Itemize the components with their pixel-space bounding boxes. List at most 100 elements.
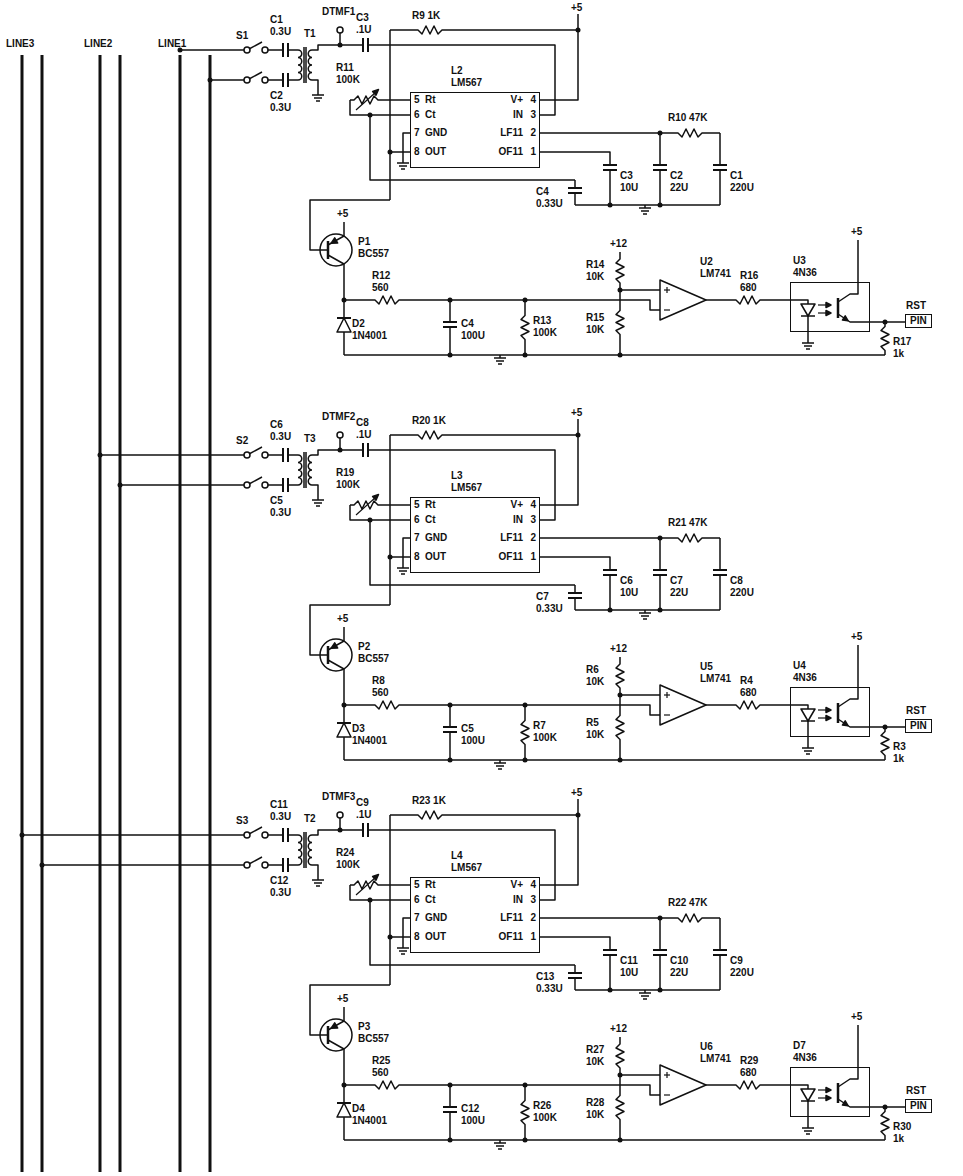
ic-label: D7 4N36 (793, 1040, 817, 1064)
wire (574, 978, 576, 990)
part-label: R10 47K (668, 112, 707, 124)
wire (268, 79, 283, 81)
junction-dot (40, 863, 45, 868)
line-label: LINE3 (6, 38, 34, 50)
ground-symbol (498, 768, 502, 770)
wire (288, 49, 298, 51)
wire (719, 575, 721, 610)
ground-symbol (401, 573, 405, 575)
part-label: R11 100K (336, 62, 360, 86)
wire (620, 1074, 660, 1076)
part-label: C12 0.3U (270, 875, 291, 899)
part-label: P2 BC557 (358, 641, 389, 665)
connector-pin: RSTPIN (905, 1099, 932, 1113)
pin-name: Ct (425, 514, 436, 526)
part-label: C4 0.33U (536, 186, 563, 210)
opamp-sign (664, 1094, 670, 1095)
transformer-core (305, 832, 307, 868)
part-label: C10 22U (670, 955, 688, 979)
part-label: DTMF1 (322, 6, 355, 18)
wire (288, 79, 298, 81)
capacitor-symbol (568, 972, 582, 974)
opamp-sign (666, 1072, 667, 1078)
phone-line (119, 55, 122, 1172)
resistor-symbol (616, 252, 624, 290)
wire (343, 737, 345, 760)
capacitor-symbol (713, 569, 727, 571)
part-label: C3 .1U (356, 12, 372, 36)
transistor-symbol (328, 255, 344, 300)
part-label: +5 (571, 787, 582, 799)
part-label: P3 BC557 (358, 1021, 389, 1045)
part-label: C3 10U (620, 170, 638, 194)
ground-symbol (316, 100, 320, 102)
wire (540, 419, 578, 505)
switch-contact (262, 482, 268, 488)
test-point-lead (339, 438, 341, 450)
pin-name: IN (513, 894, 523, 906)
wire (344, 354, 885, 356)
transistor-symbol (320, 1019, 352, 1051)
capacitor-symbol (362, 443, 364, 457)
wire (343, 705, 345, 723)
ground-symbol (804, 1130, 812, 1132)
wire (574, 585, 576, 593)
transistor-symbol (328, 1007, 344, 1030)
capacitor-symbol (653, 949, 667, 951)
wire (575, 609, 720, 611)
wire (312, 450, 363, 455)
pin-name: IN (513, 109, 523, 121)
part-label: S1 (236, 30, 248, 42)
ic-label: U4 4N36 (793, 660, 817, 684)
wire (575, 204, 720, 206)
test-point (337, 27, 343, 33)
phototransistor-arrow (842, 316, 848, 321)
pin-number: 3 (530, 109, 536, 121)
pin-number: 1 (530, 551, 536, 563)
wire (288, 484, 298, 486)
pin-number: 8 (414, 931, 420, 943)
part-label: C8 .1U (356, 417, 372, 441)
junction-dot (618, 1138, 623, 1143)
junction-dot (523, 758, 528, 763)
junction-dot (448, 1138, 453, 1143)
pin-name: Ct (425, 109, 436, 121)
pin-number: 4 (530, 879, 536, 891)
resistor-symbol (344, 296, 430, 304)
wire (390, 556, 410, 558)
capacitor-symbol (282, 73, 284, 87)
ground-symbol (494, 357, 506, 359)
phototransistor-symbol (838, 645, 858, 707)
part-label: T3 (304, 433, 316, 445)
part-label: R8 560 (372, 675, 389, 699)
part-label: C2 22U (670, 170, 688, 194)
part-label: C6 0.3U (270, 419, 291, 443)
junction-dot (608, 988, 613, 993)
wire (382, 504, 410, 506)
pin-name: LF11 (500, 532, 523, 544)
part-label: +12 (610, 238, 627, 250)
pin-name: GND (425, 912, 447, 924)
resistor-symbol (616, 290, 624, 355)
part-label: DTMF2 (322, 411, 355, 423)
part-label: R14 10K (586, 259, 604, 283)
ground-symbol (494, 762, 506, 764)
part-label: C13 0.33U (536, 971, 563, 995)
resistor-symbol (350, 881, 382, 889)
pin-number: 7 (414, 912, 420, 924)
junction-dot (388, 150, 393, 155)
wire (268, 454, 283, 456)
wire (288, 834, 298, 836)
ground-symbol (498, 363, 502, 365)
phone-line (209, 55, 212, 1172)
pin-number: 3 (530, 894, 536, 906)
switch-contact (262, 77, 268, 83)
pin-number: 4 (530, 94, 536, 106)
part-label: C4 100U (461, 318, 485, 342)
phone-line (179, 55, 182, 1172)
pin-name: IN (513, 514, 523, 526)
part-label: D4 1N4001 (352, 1103, 387, 1127)
resistor-symbol (616, 1075, 624, 1140)
capacitor-symbol (282, 448, 284, 462)
wire (430, 1085, 660, 1095)
